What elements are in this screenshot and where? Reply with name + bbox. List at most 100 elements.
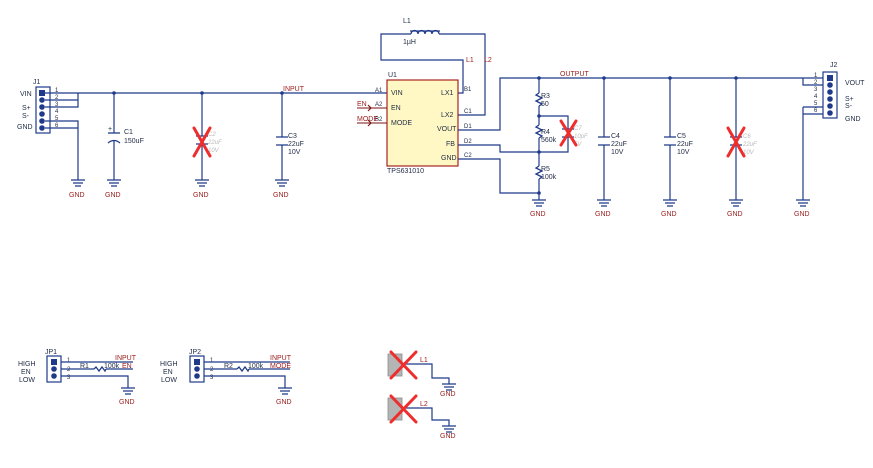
j2-vout-bus bbox=[802, 77, 823, 86]
resistor-r2 bbox=[236, 365, 250, 373]
j2-label-vout: VOUT bbox=[845, 80, 865, 87]
jp1-label-high: HIGH bbox=[18, 361, 36, 368]
j1-pin-num: 3 bbox=[55, 102, 59, 108]
gnd-label: GND bbox=[530, 211, 546, 218]
j1-pin-num: 1 bbox=[55, 88, 59, 94]
c2-ref: C2 bbox=[208, 132, 216, 138]
net-label-input: INPUT bbox=[115, 355, 137, 362]
jp2-pin-num: 3 bbox=[210, 375, 214, 381]
fb-wire bbox=[458, 144, 539, 153]
gnd-symbol: GND bbox=[69, 179, 85, 199]
capacitor-c3: C3 22uF 10V GND bbox=[273, 93, 304, 199]
j2-pin4 bbox=[827, 96, 833, 102]
gnd-symbol bbox=[796, 199, 810, 207]
u1-pin-name: VOUT bbox=[437, 126, 457, 133]
gnd-label: GND bbox=[276, 399, 292, 406]
c1-ref: C1 bbox=[124, 129, 133, 136]
j2-label-gnd: GND bbox=[845, 116, 861, 123]
u1-pin-num: C1 bbox=[464, 109, 472, 115]
j1-pin2 bbox=[39, 97, 45, 103]
u1-ref: U1 bbox=[388, 72, 397, 79]
jp1-pin1-square bbox=[51, 359, 57, 365]
c2-voltage: 10V bbox=[208, 148, 220, 154]
net-label-l2: L2 bbox=[420, 401, 428, 408]
j1-ref: J1 bbox=[33, 79, 41, 86]
gnd-label: GND bbox=[193, 192, 209, 199]
u1-pin-name: EN bbox=[391, 105, 401, 112]
testpoint-l1: L1 GND bbox=[387, 350, 456, 398]
gnd-label: GND bbox=[119, 399, 135, 406]
gnd-symbol bbox=[663, 199, 677, 207]
u1-pin-name: VIN bbox=[391, 90, 403, 97]
r2-ref: R2 bbox=[224, 363, 233, 370]
gnd-symbol bbox=[729, 199, 743, 207]
j2-pin-num: 1 bbox=[814, 73, 818, 79]
gnd-label: GND bbox=[69, 192, 85, 199]
net-label-en: EN bbox=[122, 363, 132, 370]
dnp-x-mark bbox=[389, 394, 418, 424]
j2-pin3 bbox=[827, 89, 833, 95]
mode-arrow bbox=[367, 119, 372, 127]
gnd-label: GND bbox=[595, 211, 611, 218]
c7-value: 10pF bbox=[574, 134, 588, 140]
gnd-label: GND bbox=[105, 192, 121, 199]
j1-gnd-bus bbox=[45, 120, 79, 180]
jp2-pin1-square bbox=[194, 359, 200, 365]
jp2-wires bbox=[204, 361, 290, 388]
j2-pin1-square bbox=[827, 75, 833, 81]
ic-gnd-wire bbox=[458, 158, 539, 194]
capacitor-c6-dnp: C6 22uF 10V GND bbox=[726, 78, 757, 218]
net-label-output: OUTPUT bbox=[560, 71, 590, 78]
jp2-pin-num: 1 bbox=[210, 358, 214, 364]
c4-plates bbox=[598, 136, 610, 146]
u1-pin-num: A1 bbox=[375, 88, 383, 94]
c3-plates bbox=[276, 136, 288, 146]
u1-part: TPS631010 bbox=[387, 168, 424, 175]
jp2-pin-num: 2 bbox=[210, 367, 214, 373]
ic-u1: U1 TPS631010 A1 VIN A2 EN B2 MODE LX1 B1… bbox=[375, 72, 472, 175]
c7-ref: C7 bbox=[574, 126, 582, 132]
j2-label-sense-neg: S- bbox=[845, 103, 853, 110]
u1-pin-num: B1 bbox=[464, 87, 472, 93]
dnp-x-mark bbox=[726, 126, 746, 158]
jp1-label-low: LOW bbox=[19, 377, 35, 384]
l1-wire-left bbox=[380, 33, 464, 94]
j1-pin6 bbox=[39, 125, 45, 131]
resistor-r3 bbox=[534, 92, 544, 107]
l1-ref: L1 bbox=[403, 18, 411, 25]
c7-wires bbox=[539, 115, 569, 153]
jp2-label-low: LOW bbox=[161, 377, 177, 384]
gnd-symbol bbox=[278, 387, 292, 395]
u1-pin-name: LX2 bbox=[441, 112, 454, 119]
j1-label-sense-neg: S- bbox=[22, 113, 30, 120]
jp1-label-en: EN bbox=[21, 369, 31, 376]
c4-voltage: 10V bbox=[611, 149, 624, 156]
net-label-input: INPUT bbox=[270, 355, 292, 362]
jp2-ref: JP2 bbox=[189, 349, 201, 356]
u1-pin-name: GND bbox=[441, 155, 457, 162]
resistor-r5 bbox=[534, 165, 544, 180]
resistor-r1 bbox=[93, 365, 107, 373]
jp2-label-en: EN bbox=[163, 369, 173, 376]
j1-label-gnd: GND bbox=[17, 124, 33, 131]
tp2-wire bbox=[402, 407, 450, 426]
net-label-l2: L2 bbox=[484, 57, 492, 64]
jp1-pin2 bbox=[51, 366, 57, 372]
capacitor-c1: + C1 150uF GND bbox=[105, 93, 144, 199]
jp1-pin3 bbox=[51, 373, 57, 379]
j1-pin-num: 6 bbox=[55, 123, 59, 129]
c3-ref: C3 bbox=[288, 133, 297, 140]
c4-value: 22uF bbox=[611, 141, 627, 148]
gnd-label: GND bbox=[661, 211, 677, 218]
j2-label-sense-pos: S+ bbox=[845, 96, 854, 103]
testpoint-l2: L2 GND bbox=[387, 394, 456, 440]
c5-voltage: 10V bbox=[677, 149, 690, 156]
gnd-label: GND bbox=[273, 192, 289, 199]
r4-ref: R4 bbox=[541, 129, 550, 136]
en-arrow bbox=[367, 104, 372, 112]
c3-voltage: 10V bbox=[288, 149, 301, 156]
jp1-ref: JP1 bbox=[45, 349, 57, 356]
j2-pin-num: 6 bbox=[814, 108, 818, 114]
capacitor-c4: C4 22uF 10V GND bbox=[595, 78, 627, 218]
r3-ref: R3 bbox=[541, 93, 550, 100]
